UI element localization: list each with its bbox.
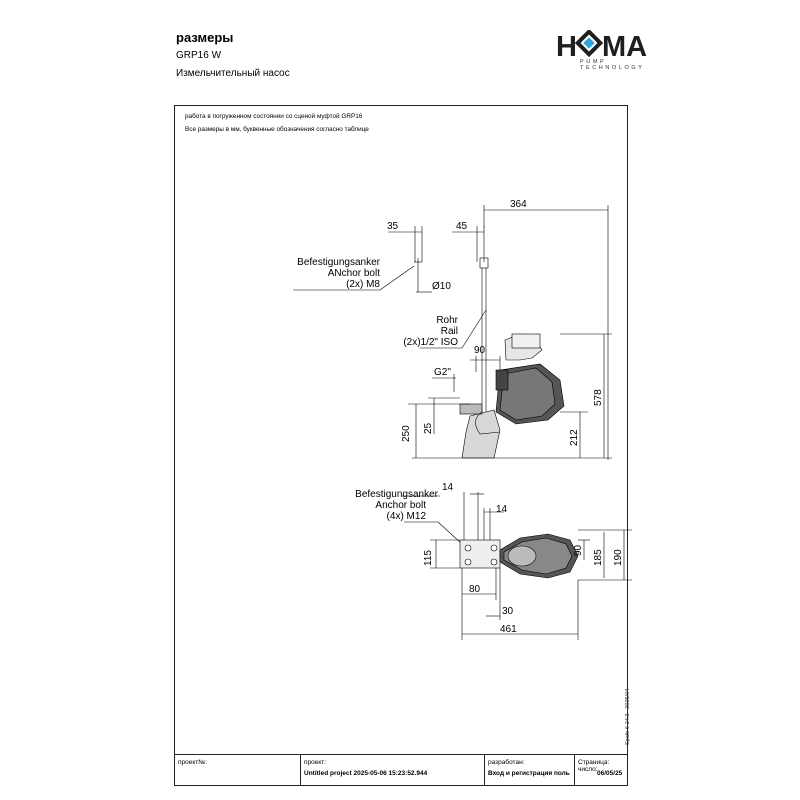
dim-90-plan: 90 — [573, 544, 584, 556]
plan-anchor-label-en: Anchor bolt — [375, 500, 426, 511]
note-line-1: работа в погруженном состоянии со сценой… — [185, 113, 363, 120]
tb-author-label: разработан: — [488, 759, 525, 766]
dim-90-top: 90 — [474, 345, 486, 356]
tb-page-label: Страница: — [578, 759, 610, 766]
model-description: Измельчительный насос — [176, 68, 290, 79]
dim-25: 25 — [423, 422, 434, 434]
dim-14-b: 14 — [496, 504, 508, 515]
dim-80: 80 — [469, 584, 481, 595]
tb-project-number: проект№: — [175, 755, 301, 785]
page-title: размеры — [176, 30, 234, 45]
dim-115: 115 — [423, 550, 434, 566]
rail-label-en: Rail — [441, 326, 458, 337]
rail-qty: (2x)1/2" ISO — [403, 337, 458, 348]
tb-date-value: 06/05/25 — [597, 770, 623, 777]
plan-anchor-label-de: Befestigungsanker — [355, 489, 439, 500]
dim-461: 461 — [500, 624, 517, 635]
rail-label-de: Rohr — [436, 315, 458, 326]
tb-author-value: Вход и регистрация поль — [488, 770, 570, 777]
homa-logo-graphic: H MA — [556, 30, 647, 63]
dim-578: 578 — [593, 389, 604, 406]
anchor-label-de: Befestigungsanker — [297, 257, 381, 268]
homa-logo: H MA PUMP TECHNOLOGY — [556, 30, 656, 71]
note-line-2: Все размеры в мм, буквенные обозначения … — [185, 126, 369, 133]
tb-project-number-label: проект№: — [178, 759, 208, 766]
tb-author: разработан: Вход и регистрация поль — [485, 755, 575, 785]
tb-page-date: Страница: число: 06/05/25 — [575, 755, 627, 785]
tb-project-name: проект: Untitled project 2025-05-06 15:2… — [301, 755, 485, 785]
dim-185: 185 — [593, 549, 604, 566]
dim-45: 45 — [456, 221, 468, 232]
tb-project-name-value: Untitled project 2025-05-06 15:23:52.944 — [304, 770, 428, 777]
dim-g2: G2" — [434, 367, 451, 378]
dim-212: 212 — [569, 429, 580, 446]
dim-30: 30 — [502, 606, 514, 617]
svg-text:H: H — [556, 31, 577, 63]
dim-190: 190 — [613, 549, 624, 566]
dim-35: 35 — [387, 221, 399, 232]
tb-project-name-label: проект: — [304, 759, 327, 766]
anchor-qty: (2x) M8 — [346, 279, 380, 290]
tb-date-label: число: — [578, 766, 598, 773]
svg-text:MA: MA — [602, 31, 647, 63]
dim-diameter-10: Ø10 — [432, 281, 451, 292]
plan-anchor-qty: (4x) M12 — [387, 511, 427, 522]
dim-250: 250 — [401, 425, 412, 442]
dim-364: 364 — [510, 199, 527, 210]
dim-14-a: 14 — [442, 482, 454, 493]
model-name: GRP16 W — [176, 50, 222, 61]
title-block: проект№: проект: Untitled project 2025-0… — [174, 754, 628, 786]
anchor-label-en: ANchor bolt — [328, 268, 380, 279]
logo-tagline: PUMP TECHNOLOGY — [580, 59, 645, 71]
